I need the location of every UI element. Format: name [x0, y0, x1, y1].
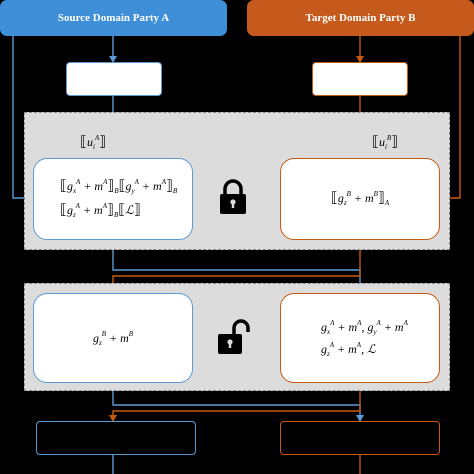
decrypted-box-b-line2: gzA + mA, ℒ [321, 341, 376, 358]
decrypted-box-b-line1: gxA + mA, gyA + mA [321, 319, 408, 336]
decrypted-box-a-line1: gzB + mB [92, 330, 134, 347]
encrypted-box-a-line2: ⟦gzA + mA⟧B⟦ℒ⟧ [60, 202, 141, 219]
encrypted-box-a: ⟦gxA + mA⟧B⟦gyA + mA⟧B ⟦gzA + mA⟧B⟦ℒ⟧ [33, 158, 193, 240]
lock-closed-icon [216, 178, 250, 216]
wire-a-enc-to-dec [112, 240, 364, 294]
party-a-output-box [36, 421, 196, 455]
decrypted-box-a: gzB + mB [33, 293, 193, 383]
wire-a-dec-to-output [112, 383, 364, 422]
party-b-output-box [280, 421, 440, 455]
encrypted-u-a-label: ⟦uiA⟧ [80, 134, 107, 151]
party-a-input-box [66, 62, 162, 96]
party-b-header-label: Target Domain Party B [305, 12, 416, 24]
encrypted-u-b-label: ⟦uiB⟧ [372, 134, 399, 151]
party-b-header: Target Domain Party B [247, 0, 474, 36]
lock-open-icon [214, 318, 252, 356]
decrypted-box-b: gxA + mA, gyA + mA gzA + mA, ℒ [280, 293, 440, 383]
wire-b-dec-to-output [109, 383, 361, 422]
party-a-header: Source Domain Party A [0, 0, 227, 36]
encrypted-box-a-line1: ⟦gxA + mA⟧B⟦gyA + mA⟧B [60, 178, 178, 195]
encrypted-box-b: ⟦gzB + mB⟧A [280, 158, 440, 240]
encrypted-box-b-line1: ⟦gzB + mB⟧A [330, 190, 390, 207]
party-a-header-label: Source Domain Party A [57, 12, 170, 24]
party-b-input-box [312, 62, 408, 96]
